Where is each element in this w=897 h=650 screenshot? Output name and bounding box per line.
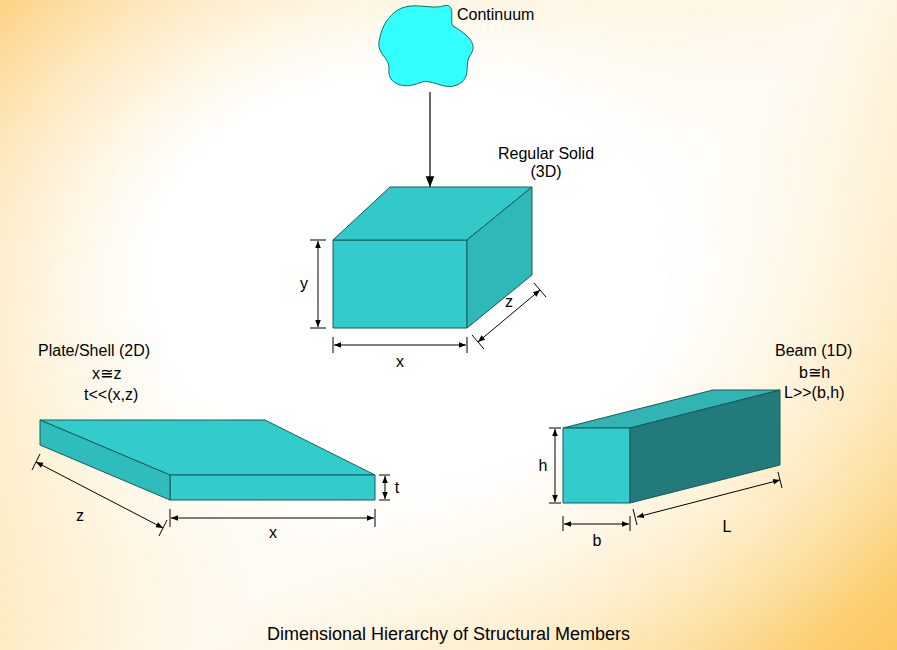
dimension-label: h bbox=[539, 457, 548, 475]
dimension-line bbox=[171, 518, 374, 519]
dimension-label: t bbox=[395, 479, 399, 497]
dimension-tick bbox=[472, 335, 484, 349]
plate-shell: Plate/Shell (2D)x≅zt<<(x,z) bbox=[38, 418, 378, 502]
dimension-tick bbox=[633, 509, 637, 525]
dimension-line bbox=[555, 429, 556, 502]
front-face bbox=[333, 240, 467, 328]
member-title: Continuum bbox=[457, 6, 534, 24]
member-condition: b≅h bbox=[799, 364, 830, 382]
dimension-tick bbox=[310, 240, 326, 241]
dimension-tick bbox=[170, 509, 171, 527]
shape-outline bbox=[563, 388, 783, 505]
dimension-tick bbox=[778, 472, 782, 488]
member-condition: L>>(b,h) bbox=[784, 384, 844, 402]
member-title: Plate/Shell (2D) bbox=[38, 342, 150, 360]
dimension-tick bbox=[379, 475, 390, 476]
dimension-tick bbox=[310, 328, 326, 329]
dimension-line bbox=[318, 241, 319, 327]
member-title: Beam (1D) bbox=[775, 342, 852, 360]
dimension-tick bbox=[32, 454, 40, 470]
dimension-tick bbox=[333, 337, 334, 353]
dimension-tick bbox=[630, 516, 631, 531]
dimension-label: x bbox=[269, 524, 277, 542]
shape-outline bbox=[333, 187, 533, 329]
solid-block: Regular Solid (3D) bbox=[333, 187, 533, 329]
side-face bbox=[467, 187, 532, 328]
dimension-label: L bbox=[723, 518, 732, 536]
front-face bbox=[563, 428, 630, 503]
continuum-blob: Continuum bbox=[375, 2, 485, 92]
dimension-line bbox=[334, 345, 466, 346]
front-face bbox=[170, 475, 375, 500]
hierarchy-arrow bbox=[429, 92, 430, 187]
beam-member: Beam (1D)b≅hL>>(b,h) bbox=[563, 388, 783, 505]
dimension-tick bbox=[375, 509, 376, 527]
member-condition: t<<(x,z) bbox=[84, 386, 138, 404]
shape-outline bbox=[38, 418, 378, 502]
dimension-line bbox=[564, 524, 629, 525]
dimension-tick bbox=[563, 516, 564, 531]
side-face bbox=[630, 390, 780, 503]
dimension-tick bbox=[549, 503, 561, 504]
side-face bbox=[40, 420, 170, 500]
dimension-label: z bbox=[505, 293, 513, 311]
dimension-tick bbox=[159, 520, 167, 536]
dimension-tick bbox=[534, 283, 546, 297]
dimension-label: b bbox=[593, 532, 602, 550]
member-condition: x≅z bbox=[92, 365, 121, 383]
member-title: Regular Solid (3D) bbox=[490, 145, 602, 182]
dimension-tick bbox=[379, 500, 390, 501]
dimension-tick bbox=[549, 428, 561, 429]
dimension-tick bbox=[467, 337, 468, 353]
dimension-line bbox=[385, 476, 386, 499]
dimension-label: x bbox=[396, 353, 404, 371]
dimension-label: y bbox=[300, 275, 308, 293]
figure-caption: Dimensional Hierarchy of Structural Memb… bbox=[0, 624, 897, 645]
dimension-label: z bbox=[76, 507, 84, 525]
